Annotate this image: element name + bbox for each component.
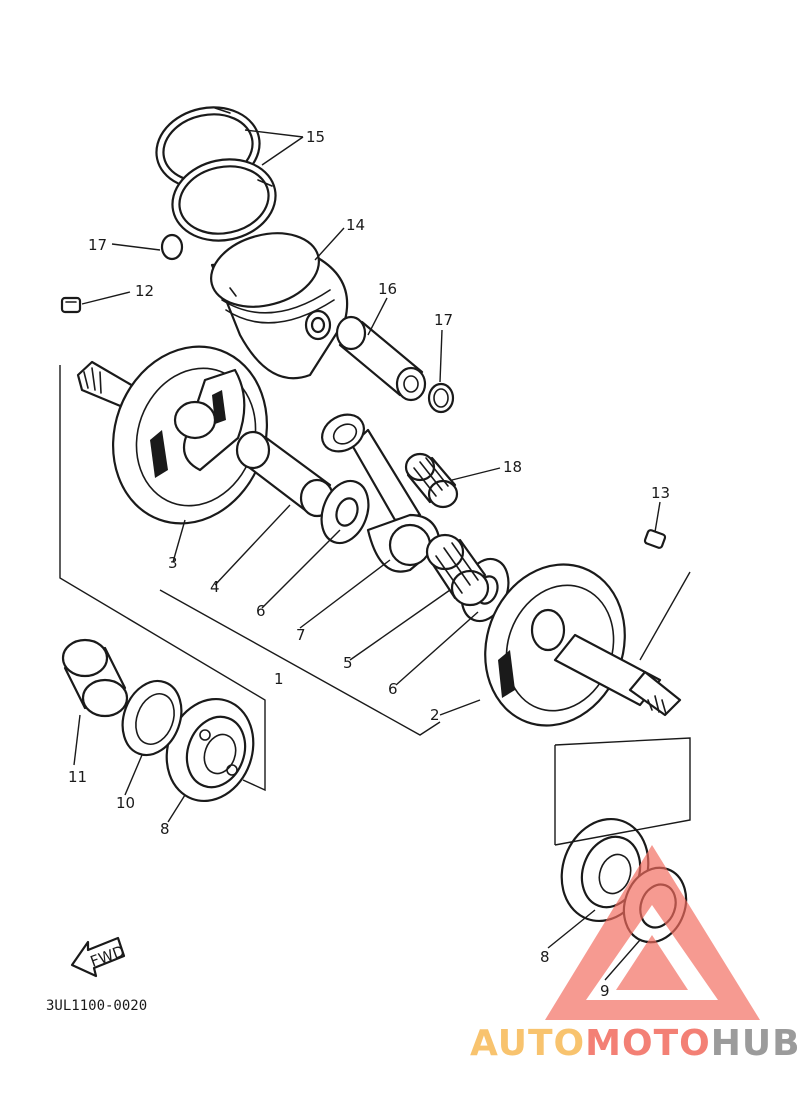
circlip-left [160, 233, 184, 261]
callout-15: 15 [306, 128, 325, 146]
callout-8-left: 8 [160, 820, 170, 838]
callout-7: 7 [296, 626, 306, 644]
callout-17-right: 17 [434, 311, 453, 329]
callouts: 15 14 17 12 16 17 18 13 3 4 6 7 1 5 6 2 … [68, 128, 670, 1000]
diagram-code: 3UL1100-0020 [46, 998, 147, 1014]
callout-14: 14 [346, 216, 365, 234]
callout-18: 18 [503, 458, 522, 476]
bearing-10 [121, 679, 183, 757]
watermark-text-auto: AUTO [470, 1023, 585, 1064]
fwd-label: FWD [88, 942, 127, 971]
woodruff-key-12 [60, 296, 82, 314]
callout-9: 9 [600, 982, 610, 1000]
callout-16: 16 [378, 280, 397, 298]
callout-10: 10 [116, 794, 135, 812]
watermark-text-hub: HUB [711, 1023, 800, 1064]
crank-left [76, 345, 269, 525]
watermark-triangle-icon [545, 845, 760, 1020]
fwd-arrow-icon: FWD [70, 936, 127, 978]
svg-text:AUTOMOTOHUB: AUTOMOTOHUB [470, 1023, 800, 1064]
callout-3: 3 [168, 554, 178, 572]
woodruff-key-13 [643, 529, 667, 549]
callout-2: 2 [430, 706, 440, 724]
spacer-11 [61, 638, 129, 718]
piston-pin [335, 315, 427, 402]
needle-bearing-small-end [404, 452, 459, 509]
leader-lines [73, 129, 661, 981]
washer-left [320, 479, 370, 545]
callout-5: 5 [343, 654, 353, 672]
circlip-right [427, 382, 455, 414]
callout-17-left: 17 [88, 236, 107, 254]
callout-11: 11 [68, 768, 87, 786]
callout-6-left: 6 [256, 602, 266, 620]
callout-8-right: 8 [540, 948, 550, 966]
watermark-text-moto: MOTO [585, 1023, 711, 1064]
crank-right [484, 563, 682, 727]
piston [210, 232, 349, 380]
callout-1: 1 [274, 670, 284, 688]
callout-12: 12 [135, 282, 154, 300]
watermark-logo: AUTOMOTOHUB [470, 845, 800, 1064]
callout-13: 13 [651, 484, 670, 502]
piston-rings [155, 106, 277, 242]
needle-bearing-big-end [425, 533, 490, 607]
callout-6-right: 6 [388, 680, 398, 698]
assembly-lines [59, 365, 691, 846]
callout-4: 4 [210, 578, 220, 596]
